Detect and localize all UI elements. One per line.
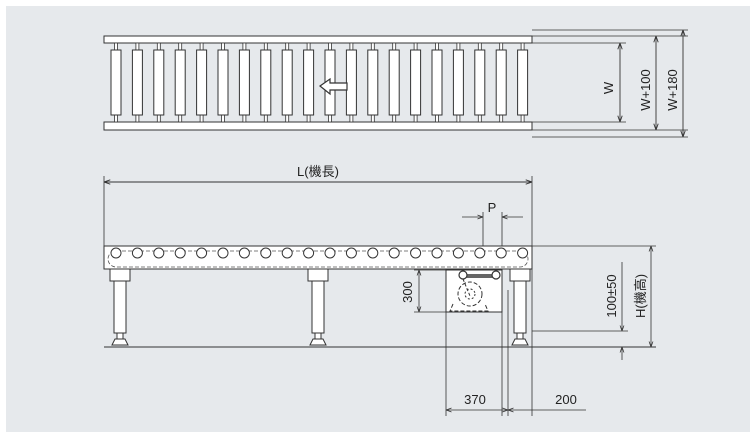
drawing-panel: W W+100 W+180 L(機長) P xyxy=(6,6,750,432)
side-roller xyxy=(131,247,143,259)
top-roller xyxy=(410,42,422,123)
top-roller xyxy=(345,42,357,123)
dim-label-end-offset: 200 xyxy=(555,392,577,407)
side-roller xyxy=(238,247,250,259)
side-roller xyxy=(217,247,229,259)
side-roller xyxy=(388,247,400,259)
top-rollers xyxy=(110,42,529,123)
side-roller xyxy=(196,247,208,259)
top-roller xyxy=(174,42,186,123)
dim-label-w180: W+180 xyxy=(665,69,680,111)
top-roller xyxy=(110,42,122,123)
side-roller xyxy=(452,247,464,259)
support-leg-right xyxy=(509,268,531,346)
frame-rail-bottom xyxy=(103,121,533,131)
side-roller xyxy=(110,247,122,259)
top-roller xyxy=(281,42,293,123)
side-roller xyxy=(495,247,507,259)
side-roller xyxy=(431,247,443,259)
top-roller xyxy=(217,42,229,123)
side-roller xyxy=(260,247,272,259)
dim-label-w100: W+100 xyxy=(638,69,653,111)
side-frame xyxy=(103,245,533,270)
side-roller xyxy=(474,247,486,259)
top-roller xyxy=(131,42,143,123)
dim-label-drive-height: 300 xyxy=(400,281,415,303)
drive-motor xyxy=(457,281,483,307)
side-rollers xyxy=(110,247,529,259)
dim-label-drive-width: 370 xyxy=(464,392,486,407)
top-view: W W+100 W+180 xyxy=(103,29,688,138)
dim-label-length: L(機長) xyxy=(297,164,339,179)
side-roller xyxy=(517,247,529,259)
side-roller xyxy=(367,247,379,259)
side-roller xyxy=(303,247,315,259)
top-roller xyxy=(153,42,165,123)
top-roller xyxy=(303,42,315,123)
top-roller xyxy=(260,42,272,123)
top-roller xyxy=(474,42,486,123)
frame-rail-top xyxy=(103,35,533,44)
dim-label-height: H(機高) xyxy=(633,274,648,318)
top-roller xyxy=(495,42,507,123)
side-roller xyxy=(410,247,422,259)
drive-unit xyxy=(445,269,503,313)
top-roller xyxy=(431,42,443,123)
side-roller xyxy=(174,247,186,259)
top-roller xyxy=(196,42,208,123)
top-roller xyxy=(367,42,379,123)
top-roller xyxy=(517,42,529,123)
side-roller xyxy=(324,247,336,259)
top-roller xyxy=(238,42,250,123)
top-roller xyxy=(452,42,464,123)
conveyor-drawing: W W+100 W+180 L(機長) P xyxy=(103,29,688,416)
dim-label-w: W xyxy=(601,81,616,94)
side-roller xyxy=(345,247,357,259)
side-roller xyxy=(153,247,165,259)
support-leg-middle xyxy=(307,268,329,346)
dim-label-pitch: P xyxy=(488,200,497,215)
arrow-left-icon xyxy=(318,77,348,96)
side-view: L(機長) P xyxy=(103,164,656,416)
top-roller xyxy=(388,42,400,123)
support-leg-left xyxy=(109,268,131,346)
dim-label-adjust: 100±50 xyxy=(604,274,619,317)
side-roller xyxy=(281,247,293,259)
